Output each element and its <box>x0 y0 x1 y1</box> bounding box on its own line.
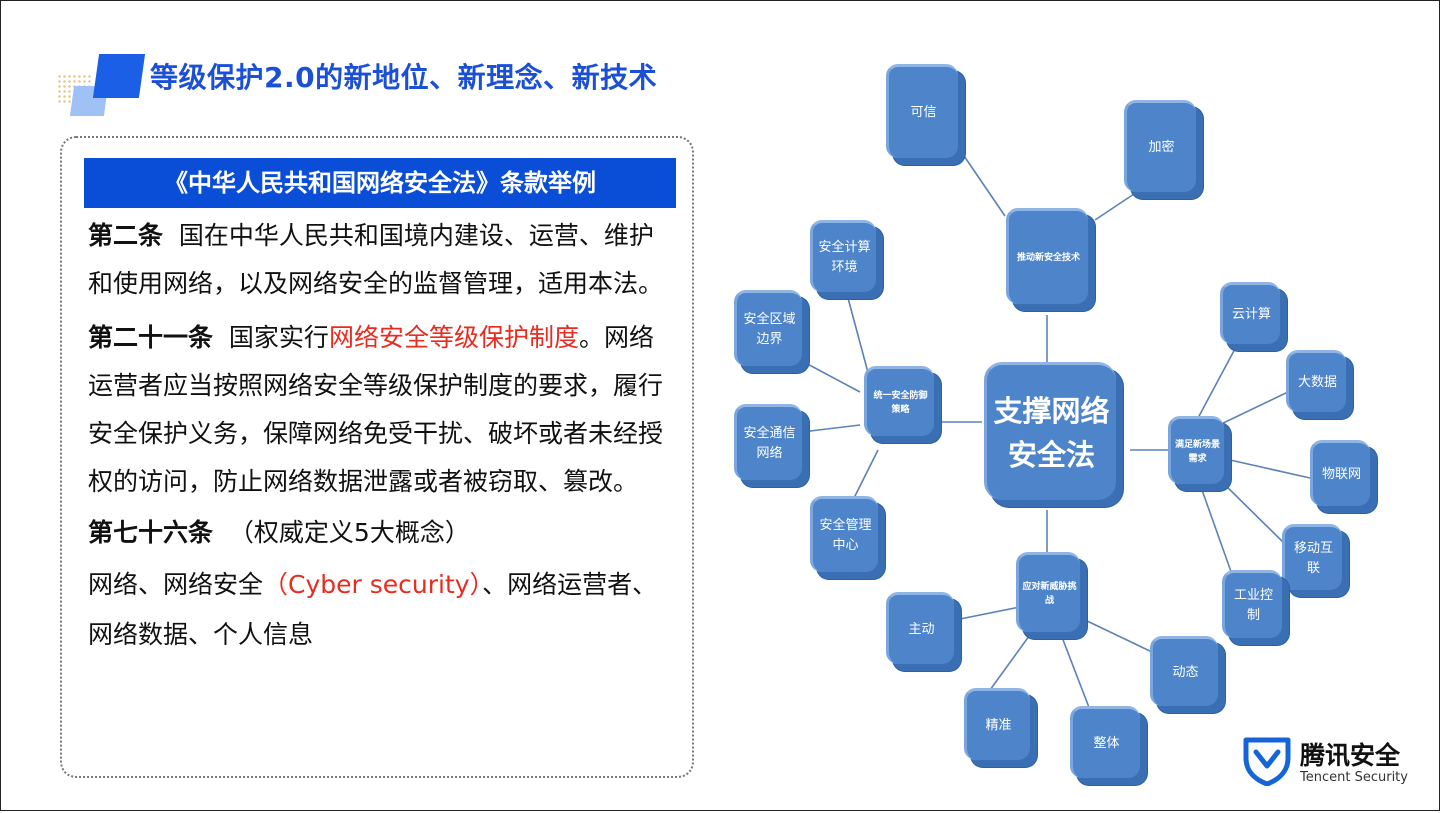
left-leaf-1: 安全计算环境 <box>810 220 876 292</box>
connector-bottom-1 <box>954 606 1021 621</box>
left-leaf-2: 安全区域边界 <box>734 290 802 366</box>
article-76-text: （权威定义5大概念） <box>228 518 470 547</box>
title-decoration-dark-square <box>92 54 146 98</box>
left-leaf-3-line-2: 网络 <box>756 445 783 461</box>
left-leaf-3: 安全通信网络 <box>734 404 802 480</box>
slide-title: 等级保护2.0的新地位、新理念、新技术 <box>150 61 658 94</box>
article-21-pre: 国家实行 <box>228 323 329 352</box>
article-76-concepts: 网络、网络安全（Cyber security）、网络运营者、网络数据、个人信息 <box>88 560 678 660</box>
right-leaf-2: 大数据 <box>1286 350 1346 412</box>
articles-text: 第二条 国在中华人民共和国境内建设、运营、维护和使用网络，以及网络安全的监督管理… <box>88 212 678 660</box>
concepts-pre: 网络、网络安全 <box>88 570 264 599</box>
left-leaf-2-line-1: 安全区域 <box>743 311 796 327</box>
top-hub-label: 推动新安全技术 <box>1016 252 1080 263</box>
right-leaf-5-line-1: 工业控 <box>1233 587 1273 603</box>
center-node: 支撑网络安全法 <box>984 362 1116 500</box>
right-leaf-3-label: 物联网 <box>1321 466 1361 482</box>
bottom-leaf-holistic: 整体 <box>1070 706 1140 778</box>
right-leaf-3: 物联网 <box>1310 440 1370 506</box>
connector-left-3 <box>801 424 861 433</box>
panel-banner: 《中华人民共和国网络安全法》条款举例 <box>84 158 676 208</box>
bottom-hub-label: 应对新威胁挑战 <box>1022 581 1077 606</box>
left-leaf-1-line-1: 安全计算 <box>818 239 871 255</box>
connector-right-4 <box>1219 479 1287 546</box>
right-hub-node: 满足新场景需求 <box>1168 416 1224 484</box>
tencent-security-logo: 腾讯安全 Tencent Security <box>1242 734 1422 790</box>
concepts-post: 、网络运营者、网络数据、个人信息 <box>88 570 658 649</box>
left-hub-label: 统一安全防御策略 <box>873 390 928 415</box>
shield-icon <box>1243 737 1291 786</box>
bottom-leaf-dynamic: 动态 <box>1150 636 1218 706</box>
bottom-leaf-proactive: 主动 <box>886 592 954 664</box>
top-leaf-trusted-label: 可信 <box>910 104 937 120</box>
center-line-2: 安全法 <box>1007 437 1095 472</box>
right-leaf-5-line-2: 制 <box>1246 607 1260 623</box>
right-leaf-1: 云计算 <box>1220 282 1280 344</box>
center-line-1: 支撑网络 <box>993 393 1110 428</box>
left-hub-node: 统一安全防御策略 <box>864 366 934 436</box>
right-leaf-1-label: 云计算 <box>1231 306 1271 322</box>
connector-right-5 <box>1201 489 1235 581</box>
connector-bottom-4 <box>1084 619 1153 653</box>
law-articles-panel <box>60 136 694 778</box>
article-2-title: 第二条 <box>88 221 164 250</box>
concepts-highlight: （Cyber security） <box>263 570 483 599</box>
connector-right-1 <box>1197 331 1245 419</box>
top-hub-node: 推动新安全技术 <box>1006 208 1088 304</box>
article-76: 第七十六条 （权威定义5大概念） <box>88 508 678 558</box>
left-leaf-4-line-1: 安全管理 <box>819 517 872 533</box>
left-leaf-2-line-2: 边界 <box>756 331 783 347</box>
connector-bottom-2 <box>989 631 1033 691</box>
connector-right-2 <box>1214 391 1289 428</box>
right-leaf-2-label: 大数据 <box>1297 374 1337 390</box>
connector-top-2 <box>1094 189 1141 221</box>
article-2-text: 国在中华人民共和国境内建设、运营、维护和使用网络，以及网络安全的监督管理，适用本… <box>88 221 664 298</box>
article-21-highlight: 网络安全等级保护制度 <box>328 323 579 352</box>
right-leaf-4-line-2: 联 <box>1306 560 1320 576</box>
bottom-leaf-precise-label: 精准 <box>985 717 1012 733</box>
connector-left-1 <box>847 297 871 381</box>
right-hub-label: 满足新场景需求 <box>1174 439 1220 464</box>
right-leaf-5: 工业控制 <box>1222 570 1282 638</box>
bottom-hub-node: 应对新威胁挑战 <box>1016 552 1080 632</box>
logo-text-en: Tencent Security <box>1300 770 1408 785</box>
logo-text-cn: 腾讯安全 <box>1300 741 1401 770</box>
article-76-title: 第七十六条 <box>88 518 214 547</box>
left-leaf-4-line-2: 中心 <box>832 537 859 553</box>
bottom-leaf-holistic-label: 整体 <box>1093 735 1120 751</box>
article-2: 第二条 国在中华人民共和国境内建设、运营、维护和使用网络，以及网络安全的监督管理… <box>88 212 678 308</box>
top-leaf-trusted: 可信 <box>886 64 958 158</box>
top-leaf-encryption: 加密 <box>1124 100 1196 192</box>
left-leaf-4: 安全管理中心 <box>810 496 878 572</box>
connector-right-3 <box>1229 459 1311 479</box>
right-leaf-4: 移动互联 <box>1282 524 1342 590</box>
connector-top-1 <box>959 149 1006 217</box>
top-leaf-encryption-label: 加密 <box>1148 139 1175 155</box>
right-leaf-4-line-1: 移动互 <box>1293 540 1333 556</box>
left-leaf-3-line-1: 安全通信 <box>743 425 796 441</box>
bottom-leaf-dynamic-label: 动态 <box>1172 664 1199 680</box>
bottom-leaf-precise: 精准 <box>964 688 1030 760</box>
article-21-post: 。网络运营者应当按照网络安全等级保护制度的要求，履行安全保护义务，保障网络免受干… <box>88 323 664 496</box>
article-21: 第二十一条 国家实行网络安全等级保护制度。网络运营者应当按照网络安全等级保护制度… <box>88 314 678 506</box>
support-network-security-law-diagram: 支撑网络安全法 推动新安全技术 可信 加密 统一安全防御策略 安全计算环境 安全… <box>720 40 1442 813</box>
left-leaf-1-line-2: 环境 <box>831 259 858 275</box>
article-21-title: 第二十一条 <box>88 323 214 352</box>
bottom-leaf-proactive-label: 主动 <box>908 621 935 637</box>
connector-bottom-3 <box>1059 631 1091 711</box>
connector-left-2 <box>799 359 861 393</box>
